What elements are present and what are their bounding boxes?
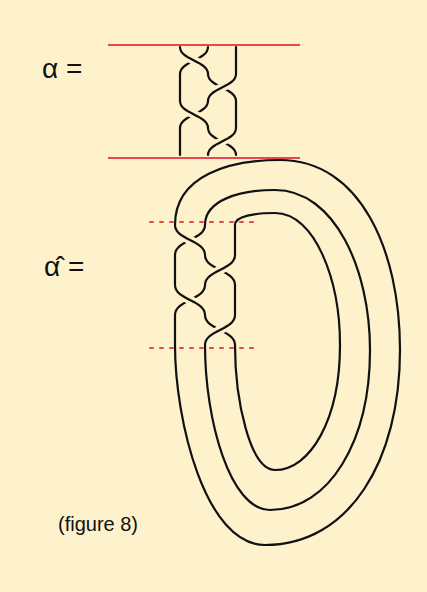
boundary-line (108, 157, 300, 159)
boundary-line (108, 44, 300, 46)
caption-note: (figure 8) (58, 512, 138, 536)
cut-mark (150, 221, 258, 223)
closure-loops (175, 160, 400, 545)
closure-braid (175, 225, 235, 345)
formula-label: α = (42, 52, 82, 86)
cut-mark (150, 347, 258, 349)
braid-strands (180, 47, 236, 155)
formula-label: α̂ = (44, 250, 84, 284)
